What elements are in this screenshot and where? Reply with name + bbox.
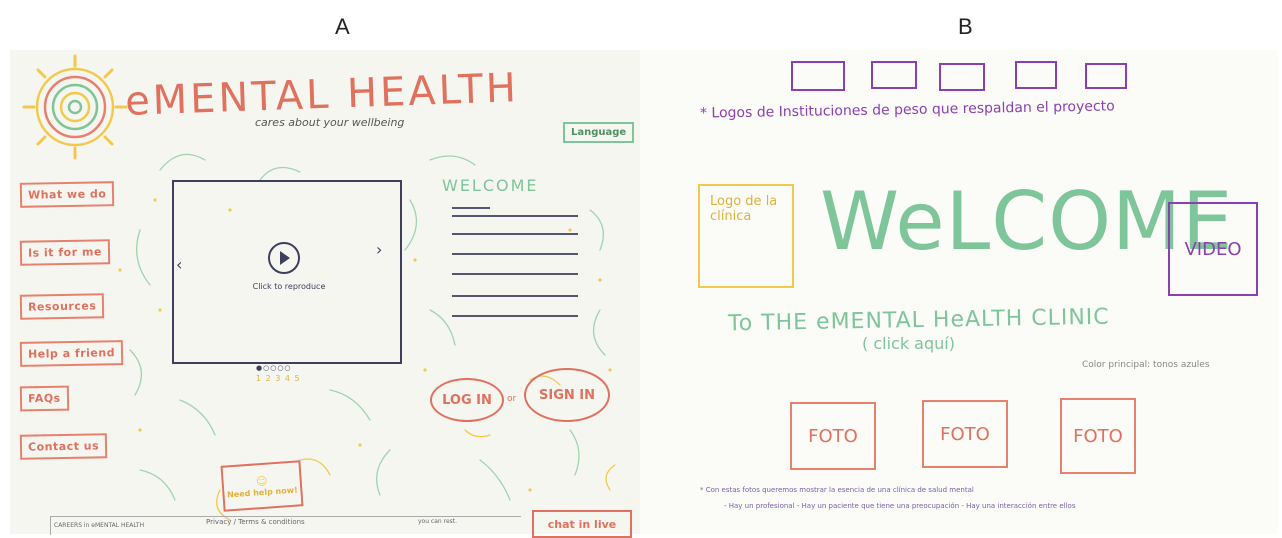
carousel-caption: Click to reproduce — [252, 282, 326, 291]
login-button[interactable]: LOG IN — [430, 378, 504, 422]
footer-bar — [50, 516, 521, 535]
language-button[interactable]: Language — [563, 122, 635, 143]
footer-careers-link[interactable]: CAREERS in eMENTAL HEALTH — [54, 522, 145, 529]
click-here-link[interactable]: ( click aquí) — [862, 334, 955, 353]
video-box[interactable]: VIDEO — [1168, 202, 1258, 296]
nav-resources[interactable]: Resources — [19, 293, 105, 320]
panel-label-b: B — [958, 14, 973, 39]
nav-contact-us[interactable]: Contact us — [19, 433, 108, 460]
play-icon[interactable] — [268, 242, 300, 274]
carousel-pages: 1 2 3 4 5 — [256, 374, 301, 383]
nav-is-it-for-me[interactable]: Is it for me — [19, 239, 111, 266]
photo-1: FOTO — [790, 402, 876, 470]
logos-note: * Logos de Instituciones de peso que res… — [699, 98, 1115, 122]
carousel-dots[interactable]: ●○○○○ — [256, 364, 292, 372]
help-smiley-icon: ☺ — [255, 474, 268, 489]
nav-help-a-friend[interactable]: Help a friend — [19, 340, 124, 367]
sketch-a: eMENTAL HEALTH cares about your wellbein… — [10, 50, 640, 538]
welcome-text-lines — [452, 207, 578, 317]
institution-logo-placeholders — [791, 61, 1127, 91]
signin-button[interactable]: SIGN IN — [524, 368, 610, 422]
chevron-right-icon[interactable]: › — [376, 240, 383, 259]
panel-label-a: A — [335, 14, 350, 39]
photo-note-1: * Con estas fotos queremos mostrar la es… — [700, 486, 974, 494]
photo-note-2: - Hay un profesional - Hay un paciente q… — [724, 502, 1076, 510]
footer-note: you can rest. — [418, 518, 458, 525]
welcome-heading: WELCOME — [442, 176, 539, 195]
chevron-left-icon[interactable]: ‹ — [176, 255, 183, 274]
footer-privacy-link[interactable]: Privacy / Terms & conditions — [206, 518, 305, 526]
sun-spiral-logo — [22, 54, 128, 160]
photo-3: FOTO — [1060, 398, 1136, 474]
photo-2: FOTO — [922, 400, 1008, 468]
welcome-heading: WeLCOME — [820, 175, 1234, 268]
nav-what-we-do[interactable]: What we do — [19, 181, 115, 208]
or-label: or — [507, 394, 517, 404]
sketch-b: * Logos de Instituciones de peso que res… — [640, 50, 1278, 534]
nav-faqs[interactable]: FAQs — [19, 385, 69, 412]
video-carousel[interactable]: Click to reproduce — [172, 180, 402, 364]
need-help-label: Need help now! — [226, 485, 299, 500]
color-note: Color principal: tonos azules — [1082, 360, 1210, 370]
clinic-subtitle: To THE eMENTAL HeALTH CLINIC — [727, 304, 1110, 337]
clinic-logo-box: Logo de la clínica — [698, 184, 794, 288]
need-help-button[interactable]: ☺ Need help now! — [220, 460, 304, 512]
site-tagline: cares about your wellbeing — [255, 116, 405, 129]
